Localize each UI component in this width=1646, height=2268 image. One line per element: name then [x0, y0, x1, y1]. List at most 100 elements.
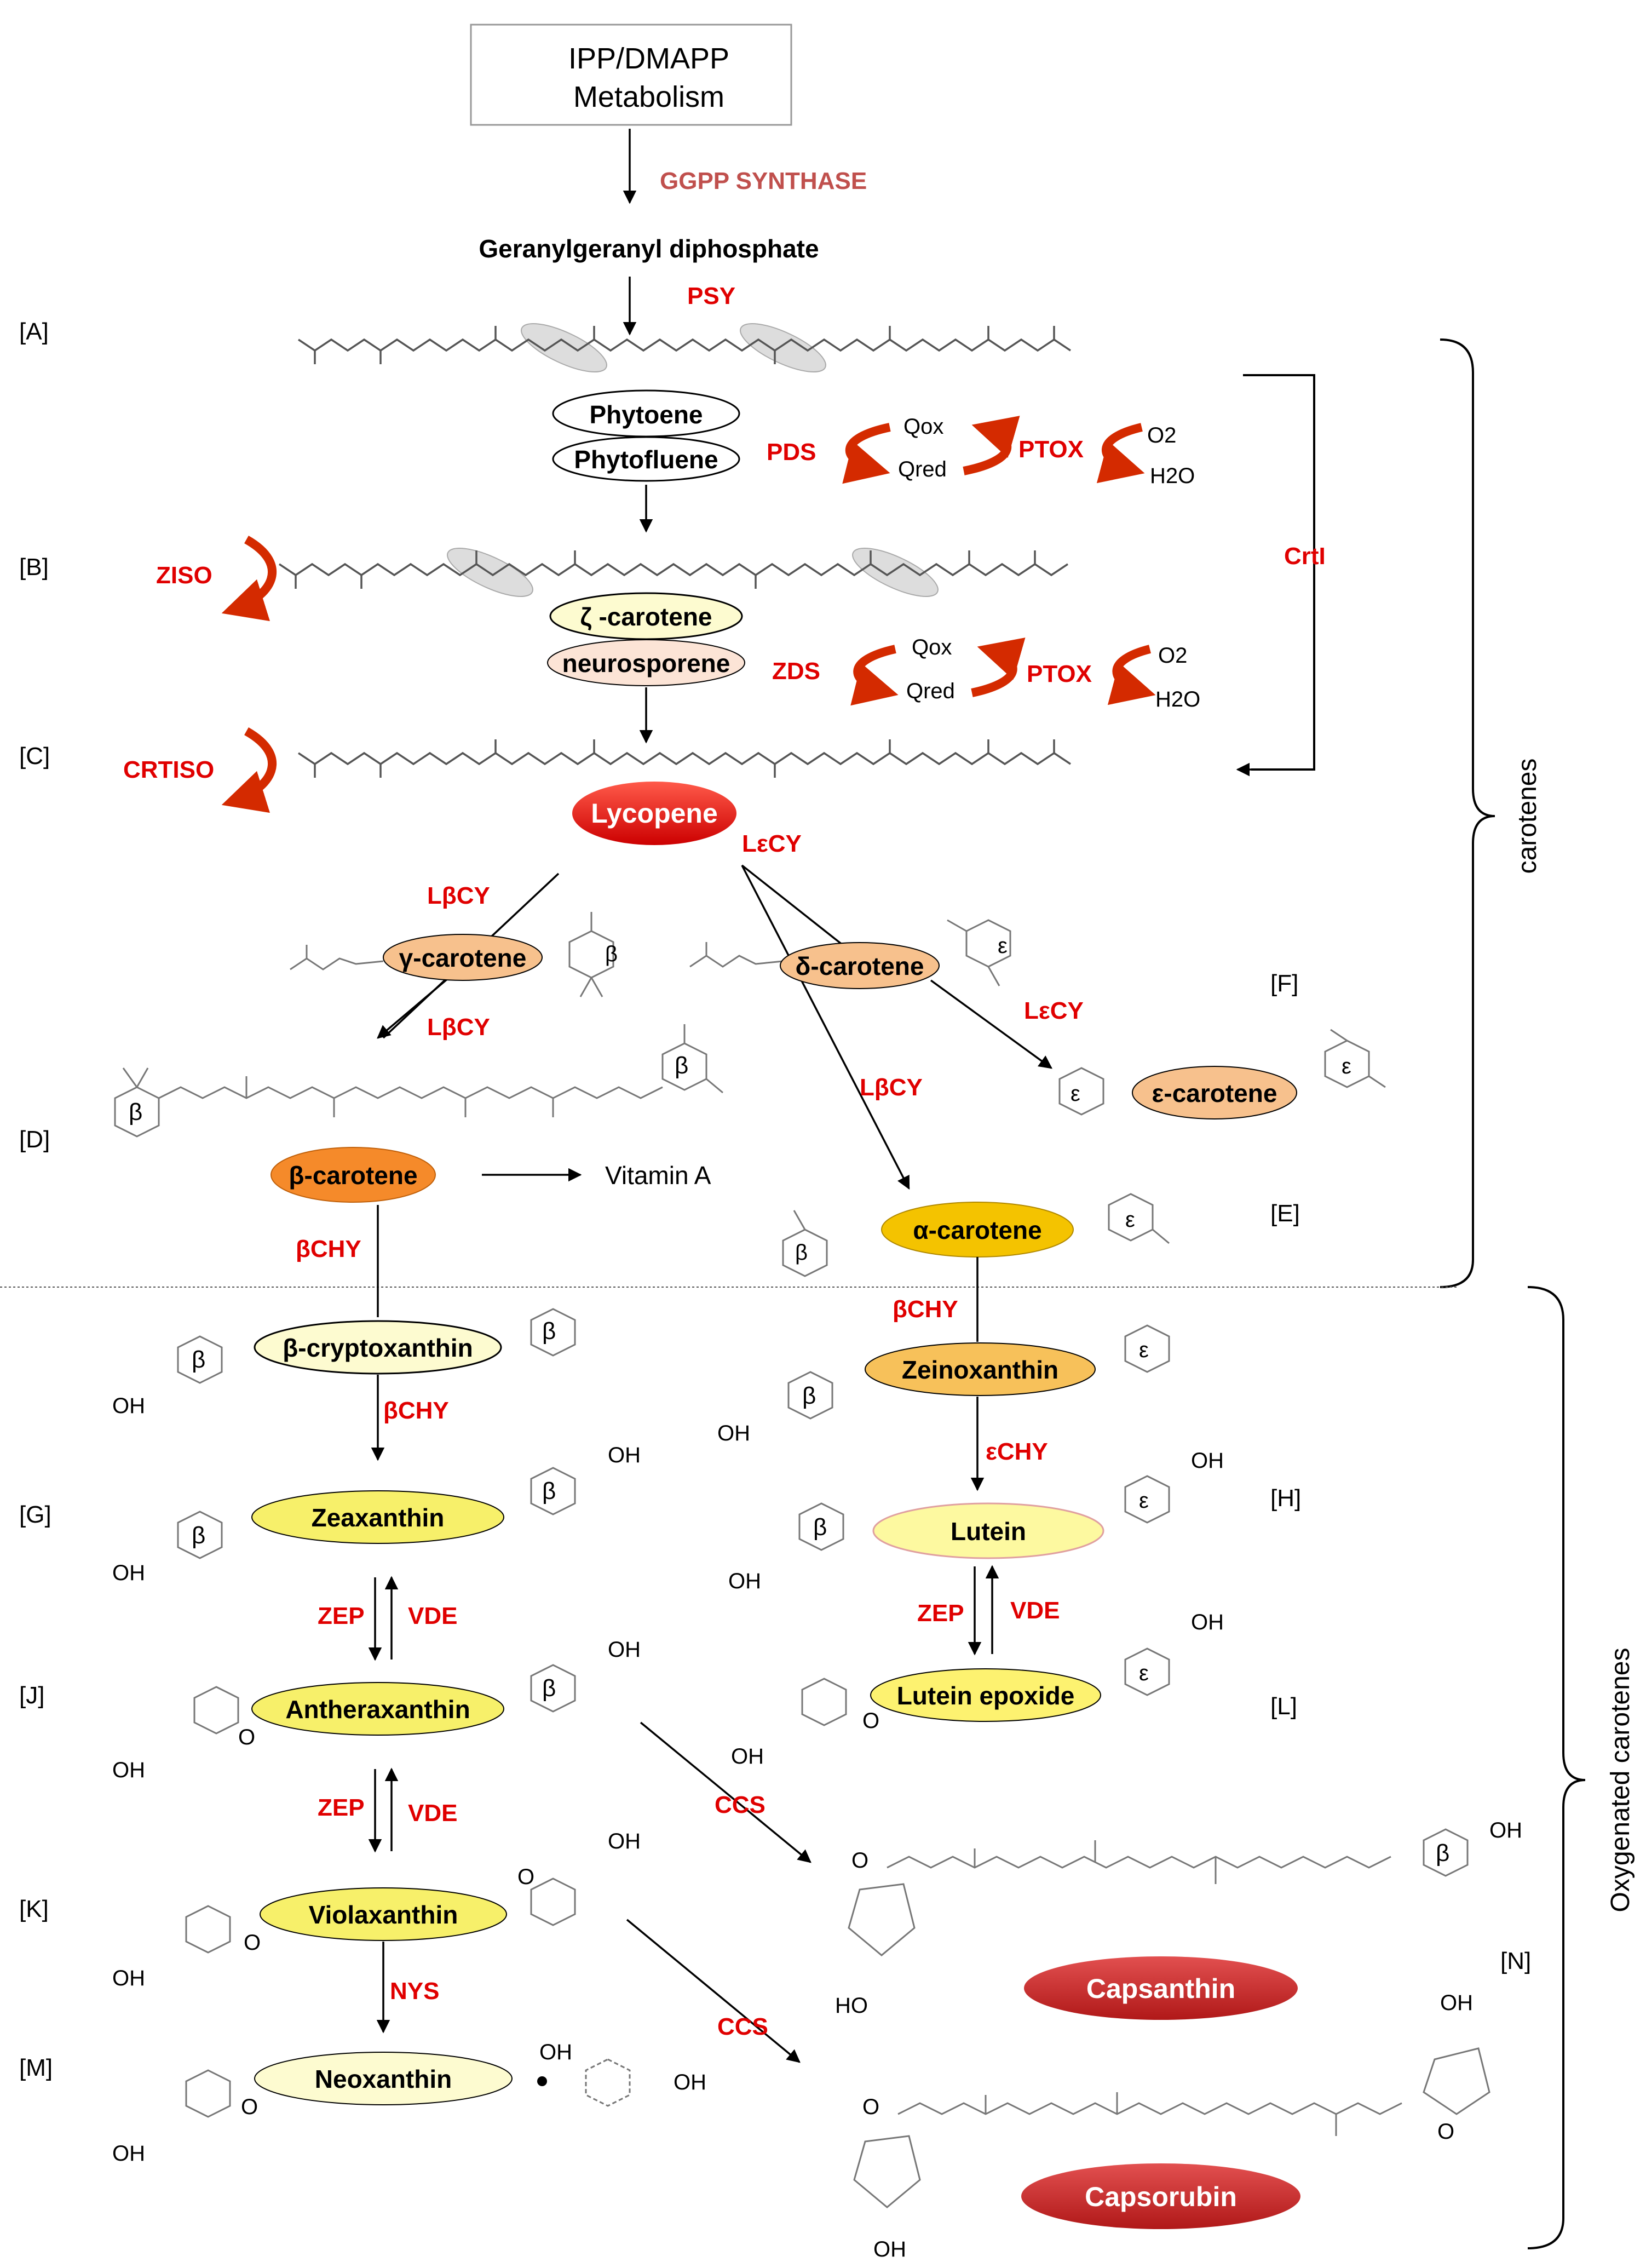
antheraxanthin-label: Antheraxanthin — [285, 1695, 470, 1724]
zea-oh-left: OH — [112, 1561, 145, 1585]
phytofluene-node — [552, 436, 740, 482]
lutein-label: Lutein — [951, 1517, 1026, 1546]
neo-oh-right: OH — [674, 2070, 706, 2094]
carotenes-label: carotenes — [1513, 759, 1542, 874]
ptox2-redox-arrow — [971, 638, 1026, 697]
tag-c: [C] — [19, 743, 50, 770]
lbcy-label-1: LβCY — [427, 882, 490, 909]
neoxanthin-structure: O OH OH OH — [112, 2040, 706, 2166]
zea-oh-right: OH — [608, 1443, 641, 1467]
capsanthin-o: O — [851, 1848, 868, 1873]
ptox1-label: PTOX — [1018, 436, 1084, 463]
carotenes-bracket — [1440, 338, 1495, 1288]
violaxanthin-node — [260, 1887, 507, 1941]
zds-redox-arrow — [850, 645, 899, 706]
viola-oh-left: OH — [112, 1966, 145, 1990]
capsanthin-ho: HO — [835, 1994, 868, 2018]
gamma-carotene-label: γ-carotene — [399, 944, 527, 972]
tag-n: [N] — [1500, 1948, 1531, 1974]
o2-redox-arrow-1 — [1096, 423, 1145, 484]
neoxanthin-label: Neoxanthin — [315, 2065, 452, 2093]
box-line1: IPP/DMAPP — [568, 42, 729, 75]
vitamin-a-label: Vitamin A — [605, 1161, 711, 1190]
capsorubin-label: Capsorubin — [1085, 2181, 1237, 2212]
capsorubin-oh-left: OH — [873, 2237, 906, 2261]
qox2: Qox — [912, 635, 952, 659]
zeaxanthin-label: Zeaxanthin — [312, 1503, 445, 1532]
h2o-1: H2O — [1150, 464, 1195, 488]
ziso-arrow — [221, 536, 277, 622]
zeino-ring-right: ε — [1139, 1338, 1149, 1362]
bchy-label-2: βCHY — [383, 1397, 449, 1424]
zep-label-1: ZEP — [318, 1603, 365, 1629]
crypto-oh: OH — [112, 1394, 145, 1418]
capsorubin-node — [1021, 2163, 1300, 2229]
antheraxanthin-node — [251, 1682, 504, 1736]
capsanthin-label: Capsanthin — [1086, 1973, 1235, 2004]
luteinepox-o: O — [862, 1709, 879, 1733]
ziso-label: ZISO — [156, 562, 212, 589]
tag-j: [J] — [19, 1682, 44, 1709]
arrow-gamma-beta — [377, 977, 450, 1039]
arrow-delta-alpha — [741, 865, 910, 1190]
o2-redox-arrow-2 — [1107, 645, 1156, 705]
cryptoxanthin-structure: β OH β — [112, 1308, 576, 1418]
arrow-ccs-2 — [626, 1919, 801, 2063]
lecy-label-1: LεCY — [742, 830, 802, 857]
lutein-epoxide-structure: O OH ε OH — [731, 1610, 1224, 1769]
capsanthin-oh: OH — [1489, 1818, 1522, 1842]
oxygenated-bracket — [1527, 1286, 1586, 2249]
zep-label-2: ZEP — [318, 1794, 365, 1821]
neo-oh-left: OH — [112, 2141, 145, 2166]
tag-g: [G] — [19, 1501, 51, 1528]
capsorubin-o-left: O — [862, 2095, 879, 2119]
anthera-oh-right: OH — [608, 1638, 641, 1662]
tag-m: [M] — [19, 2054, 53, 2081]
crti-label: CrtI — [1284, 543, 1326, 570]
lutein-ring-right: ε — [1139, 1489, 1149, 1513]
beta-carotene-node — [271, 1147, 436, 1203]
oxygenated-label: Oxygenated carotenes — [1606, 1648, 1635, 1913]
zds-label: ZDS — [772, 658, 820, 685]
crtiso-label: CRTISO — [123, 756, 214, 783]
arrow-delta-epsilon — [930, 979, 1052, 1069]
tag-h: [H] — [1270, 1485, 1301, 1512]
anthera-o: O — [238, 1725, 255, 1749]
box-line2: Metabolism — [573, 81, 724, 113]
line-lyc-delta — [741, 864, 847, 949]
ccs-label-2: CCS — [717, 2013, 768, 2040]
lutein-node — [872, 1502, 1104, 1559]
phytoene-label: Phytoene — [589, 400, 703, 429]
luteinepox-oh-right: OH — [1191, 1610, 1224, 1634]
lutein-ring-left: β — [813, 1514, 827, 1541]
viola-o-left: O — [244, 1931, 261, 1955]
delta-carotene-label: δ-carotene — [796, 952, 924, 980]
zea-ring-left: β — [192, 1522, 205, 1549]
alpha-carotene-structure: β ε — [782, 1193, 1170, 1277]
capsorubin-o-right: O — [1437, 2120, 1454, 2144]
capsanthin-ring: β — [1436, 1840, 1449, 1867]
gamma-carotene-node — [383, 934, 543, 981]
zep-label-3: ZEP — [917, 1600, 964, 1627]
crypto-ring-right: β — [542, 1318, 556, 1345]
tag-k: [K] — [19, 1896, 49, 1922]
h2o-2: H2O — [1155, 687, 1200, 711]
lycopene-label: Lycopene — [591, 798, 718, 829]
zeinoxanthin-structure: β OH ε — [717, 1324, 1170, 1445]
beta-ring-right: β — [675, 1052, 688, 1079]
ptox1-redox-arrow — [963, 416, 1020, 475]
zeinoxanthin-label: Zeinoxanthin — [902, 1356, 1058, 1384]
qox1: Qox — [903, 415, 943, 439]
violaxanthin-structure: O OH O OH — [112, 1829, 641, 1990]
vde-label-3: VDE — [1010, 1597, 1060, 1624]
epsilon-carotene-structure: ε ε — [1058, 1029, 1386, 1116]
capsanthin-structure: O HO β OH — [835, 1818, 1522, 2018]
cryptoxanthin-node — [254, 1320, 502, 1375]
lbcy-label-3: LβCY — [860, 1074, 923, 1101]
delta-ring-eps: ε — [998, 934, 1008, 958]
zea-ring-right: β — [542, 1478, 556, 1505]
ggpp-label: Geranylgeranyl diphosphate — [479, 234, 819, 263]
zeta-carotene-structure — [279, 548, 1068, 597]
delta-carotene-structure: ε — [689, 919, 1011, 986]
